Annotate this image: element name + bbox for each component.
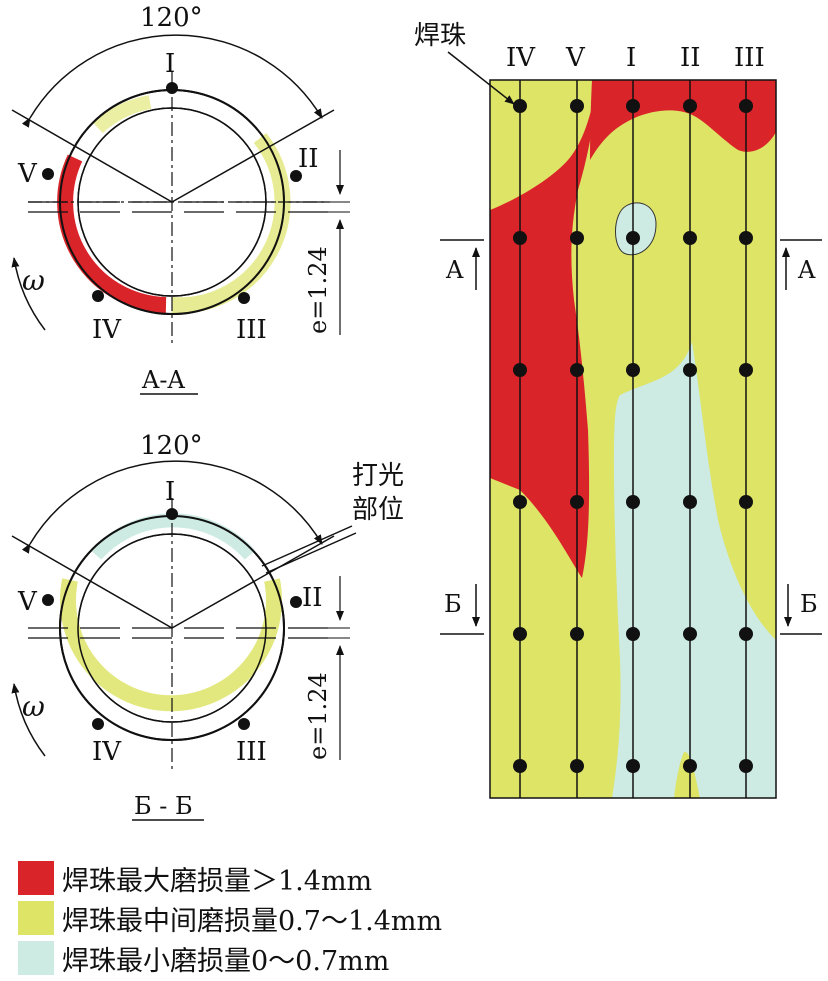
wear-diagram: 120° I II III IV V ω e=1.24 A-A (11, 3, 822, 821)
weld-bead-dot (570, 231, 584, 245)
bead-I (166, 82, 178, 94)
weld-bead-dot (570, 627, 584, 641)
legend-item-mid: 焊珠最中间磨损量0.7～1.4mm (18, 898, 538, 938)
col-label-II: II (680, 43, 701, 73)
weld-bead-dot (739, 759, 753, 773)
swatch-mid (18, 901, 54, 935)
section-a-a: 120° I II III IV V ω e=1.24 A-A (11, 3, 350, 395)
weld-bead-dot (683, 363, 697, 377)
marker-b-right: Б (800, 590, 818, 618)
label-I: I (165, 477, 175, 507)
label-IV: IV (92, 737, 122, 767)
bead-II (290, 170, 302, 182)
label-II: II (302, 583, 323, 613)
weld-bead-dot (739, 627, 753, 641)
bead-IV (92, 718, 104, 730)
marker-a-left: A (445, 256, 464, 284)
col-label-I: I (626, 43, 636, 73)
col-label-IV: IV (506, 43, 536, 73)
label-III: III (236, 315, 267, 345)
bead-I (166, 508, 178, 520)
weld-bead-dot (683, 759, 697, 773)
weld-bead-dot (626, 231, 640, 245)
weld-bead-dot (513, 759, 527, 773)
polish-label-2: 部位 (352, 495, 404, 525)
weld-bead-dot (570, 363, 584, 377)
weld-bead-dot (739, 363, 753, 377)
weld-bead-dot (626, 99, 640, 113)
bead-V (42, 168, 54, 180)
polish-label-1: 打光 (352, 461, 404, 491)
label-III: III (236, 737, 267, 767)
label-IV: IV (92, 315, 122, 345)
angle-label: 120° (140, 3, 203, 33)
label-V: V (17, 159, 38, 189)
legend-label-max: 焊珠最大磨损量＞1.4mm (62, 865, 373, 897)
legend-item-min: 焊珠最小磨损量0～0.7mm (18, 938, 538, 978)
swatch-min (18, 941, 54, 975)
weld-bead-dot (626, 759, 640, 773)
map-min-island (615, 202, 657, 256)
label-II: II (298, 144, 319, 174)
weld-bead-dot (570, 495, 584, 509)
weld-bead-dot (513, 231, 527, 245)
bead-IV (92, 290, 104, 302)
angle-arc (21, 34, 323, 128)
ring-wear-max (57, 154, 167, 313)
weld-bead-dot (739, 99, 753, 113)
weld-bead-dot (513, 627, 527, 641)
weld-bead-dot (513, 363, 527, 377)
weld-bead-dot (683, 627, 697, 641)
bead-II (290, 596, 302, 608)
legend-label-min: 焊珠最小磨损量0～0.7mm (62, 945, 390, 977)
eccentricity-label: e=1.24 (304, 672, 332, 760)
bead-III (238, 718, 250, 730)
weld-bead-dot (683, 99, 697, 113)
marker-b-left: Б (444, 590, 462, 618)
map-min-zone (612, 342, 776, 798)
label-I: I (165, 49, 175, 79)
bead-label: 焊珠 (414, 21, 466, 51)
map-max-zone-left (490, 80, 640, 578)
weld-bead-dot (626, 627, 640, 641)
legend: 焊珠最大磨损量＞1.4mm 焊珠最中间磨损量0.7～1.4mm 焊珠最小磨损量0… (18, 858, 538, 978)
rotation-arrow (11, 257, 46, 331)
swatch-max (18, 861, 54, 895)
weld-bead-dot (570, 759, 584, 773)
weld-bead-dot (570, 99, 584, 113)
wear-map: IV V I II III 焊珠 A A Б Б (414, 21, 822, 799)
weld-bead-dot (683, 495, 697, 509)
weld-bead-dot (626, 495, 640, 509)
caption-a-a: A-A (141, 366, 185, 394)
ring-wear-mid-right (171, 133, 291, 314)
col-label-III: III (734, 43, 765, 73)
angle-arc (21, 460, 323, 554)
marker-a-right: A (797, 256, 816, 284)
weld-bead-dot (683, 231, 697, 245)
bead-V (42, 594, 54, 606)
weld-bead-dot (513, 99, 527, 113)
legend-label-mid: 焊珠最中间磨损量0.7～1.4mm (62, 905, 443, 937)
eccentricity-label: e=1.24 (304, 246, 332, 334)
legend-item-max: 焊珠最大磨损量＞1.4mm (18, 858, 538, 898)
ring-wear-mid (60, 578, 282, 712)
omega-label: ω (22, 690, 45, 723)
weld-bead-dot (513, 495, 527, 509)
bead-III (238, 292, 250, 304)
weld-bead-dot (739, 231, 753, 245)
omega-label: ω (22, 264, 45, 297)
col-label-V: V (565, 43, 586, 73)
section-b-b: 120° I II III IV V 打光 部位 ω e=1.24 Б - Б (11, 431, 404, 821)
label-V: V (17, 587, 38, 617)
rotation-arrow (11, 683, 46, 757)
weld-bead-dot (626, 363, 640, 377)
angle-label: 120° (140, 431, 203, 461)
caption-b-b: Б - Б (134, 792, 193, 820)
weld-bead-dot (739, 495, 753, 509)
